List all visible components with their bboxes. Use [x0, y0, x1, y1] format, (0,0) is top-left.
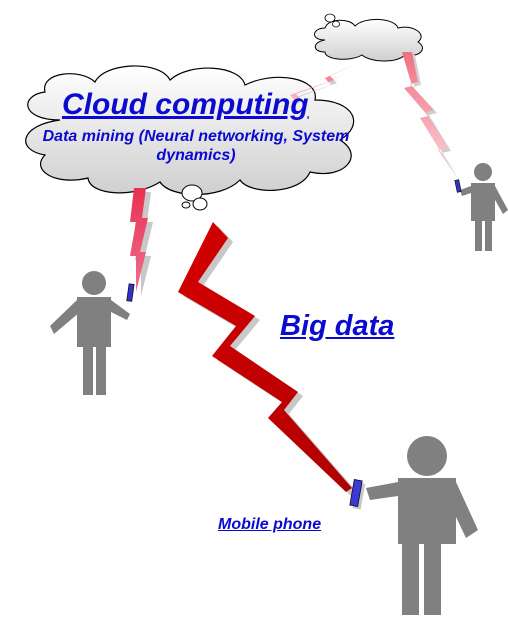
mobile-phone-icon [349, 479, 366, 510]
cloud-computing-title: Cloud computing [62, 88, 309, 121]
phone-icon-left-person [126, 283, 135, 302]
link-bolt-right-person [402, 52, 461, 183]
phone-icon-right-person [454, 179, 462, 193]
person-big [366, 436, 478, 615]
small-cloud [314, 13, 423, 62]
main-cloud [25, 65, 355, 211]
mobile-phone-label: Mobile phone [218, 516, 322, 533]
link-bolt-left-person [130, 188, 153, 296]
big-data-bolt [178, 222, 357, 496]
cloud-subtitle: Data mining (Neural networking, System d… [42, 128, 350, 164]
person-right [460, 163, 508, 251]
person-left [50, 271, 130, 395]
big-data-label: Big data [280, 310, 395, 342]
